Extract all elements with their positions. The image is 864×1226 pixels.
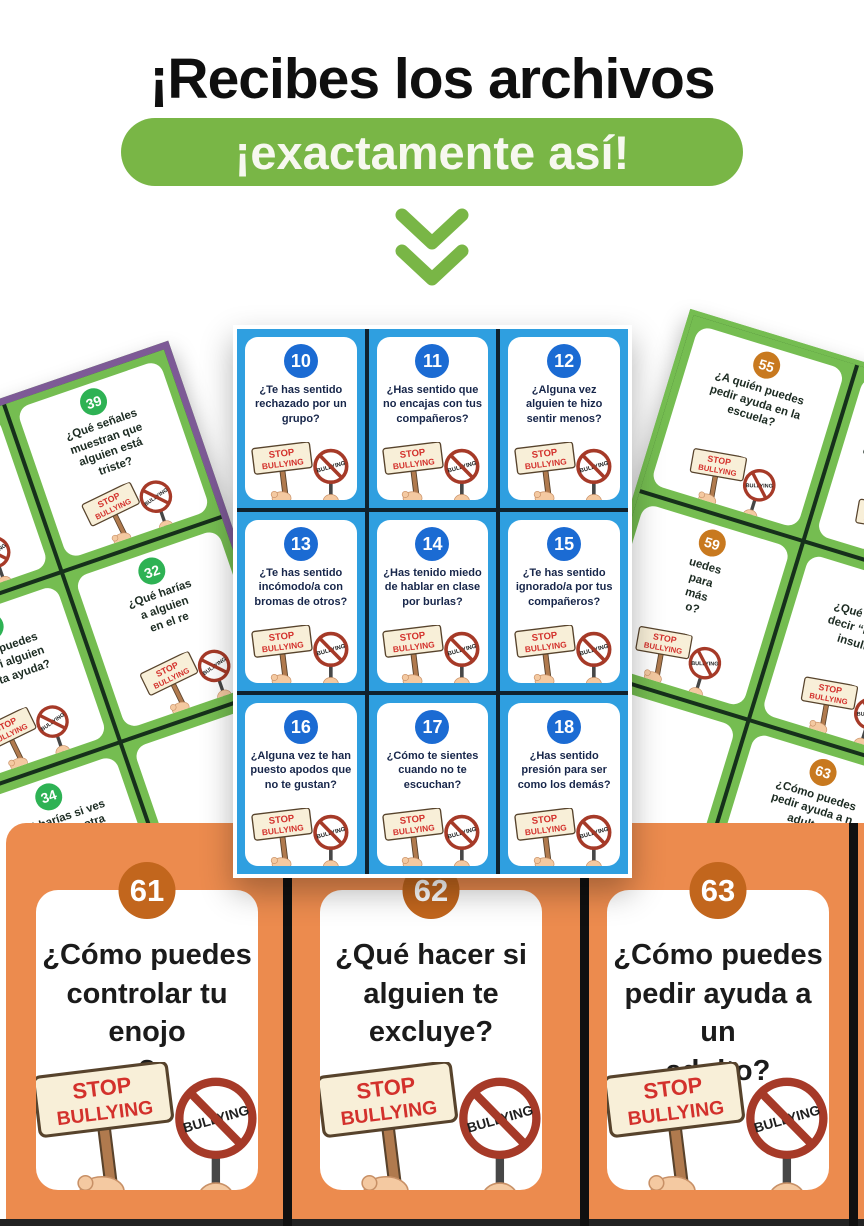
stop-bullying-signs-icon [249, 625, 353, 683]
card-number-badge: 55 [749, 348, 784, 383]
card-question: ¿Has tenido miedo de hablar en clase por… [383, 567, 482, 608]
card-question: ¿Qué hacer si alguien te excluye? [335, 939, 527, 1049]
card-number-badge: 34 [31, 779, 66, 814]
stop-bullying-signs-icon [36, 1062, 258, 1190]
card-17: 17 ¿Cómo te sientes cuando no te escucha… [376, 703, 489, 866]
stop-bullying-signs-icon [512, 808, 616, 866]
card-number-badge: 59 [695, 526, 730, 561]
card-question: uedes para más o? [683, 556, 723, 617]
card-sheet-blue: 10 ¿Te has sentido rechazado por un grup… [233, 325, 632, 878]
card-number-badge: 16 [283, 710, 318, 744]
page-title: ¡Recibes los archivos [149, 47, 715, 111]
card-question: ¿Alguna vez alguien te hizo sentir menos… [525, 384, 603, 425]
cut-line-divider [849, 823, 858, 1226]
card-number-badge: 63 [806, 755, 841, 789]
stop-bullying-signs-icon [380, 625, 484, 683]
cut-line-divider [580, 823, 589, 1226]
mini-card-55: 55 ¿A quién puedes pedir ayuda en la esc… [650, 325, 846, 529]
card-question: ¿Has sentido que no encajas con tus comp… [382, 384, 482, 425]
stop-bullying-signs-icon [512, 625, 616, 683]
card-question: ¿Te has sentido ignorado/a por tus compa… [515, 567, 613, 608]
big-card-61: ¿Cómo puedes controlar tu enojo ? 61 [36, 862, 258, 1190]
card-18: 18 ¿Has sentido presión para ser como lo… [508, 703, 620, 866]
highlight-pill: ¡exactamente así! [121, 118, 743, 186]
stop-bullying-signs-icon [380, 808, 484, 866]
card-14: 14 ¿Has tenido miedo de hablar en clase … [376, 520, 489, 683]
card-question: ¿Cómo puedes saber si alguien necesita a… [0, 630, 53, 699]
card-question: ¿Qué hacer si decir “no” con insultan? [826, 600, 864, 659]
card-number-badge: 17 [415, 710, 450, 744]
card-number-badge: 10 [283, 344, 318, 378]
big-card-face: ¿Cómo puedes pedir ayuda a un adulto? [607, 890, 829, 1190]
card-number-badge: 14 [415, 527, 450, 561]
stop-bullying-signs-icon [249, 442, 353, 500]
card-number-badge: 13 [283, 527, 318, 561]
card-question: ¿A quién puedes pedir ayuda en la escuel… [708, 369, 806, 430]
bottom-sheet-orange: ¿Cómo puedes controlar tu enojo ? 61 ¿Qu… [0, 823, 864, 1226]
big-card-face: ¿Qué hacer si alguien te excluye? [320, 890, 542, 1190]
highlight-text: ¡exactamente así! [234, 125, 630, 179]
bottom-edge-strip [0, 1219, 864, 1226]
card-question: ¿Cómo te sientes cuando no te escuchan? [386, 750, 479, 791]
card-question: ¿Qué señales muestran que alguien está t… [64, 407, 145, 479]
card-number-badge: 18 [547, 710, 582, 744]
card-12: 12 ¿Alguna vez alguien te hizo sentir me… [508, 337, 620, 500]
card-number-badge: 32 [134, 554, 170, 589]
card-number-badge: 39 [76, 384, 111, 419]
big-card-face: ¿Cómo puedes controlar tu enojo ? [36, 890, 258, 1190]
card-number-badge: 11 [415, 344, 450, 378]
stop-bullying-signs-icon [512, 442, 616, 500]
stop-bullying-signs-icon [249, 808, 353, 866]
card-question: ¿Alguna vez te han puesto apodos que no … [250, 750, 352, 791]
card-question: ¿Cómo puedes pedir ayuda a un adulto? [613, 939, 823, 1087]
card-number-badge: 15 [547, 527, 582, 561]
card-10: 10 ¿Te has sentido rechazado por un grup… [245, 337, 357, 500]
stop-bullying-signs-icon [607, 1062, 829, 1190]
card-11: 11 ¿Has sentido que no encajas con tus c… [376, 337, 489, 500]
card-13: 13 ¿Te has sentido incómodo/a con bromas… [245, 520, 357, 683]
card-number-badge: 61 [118, 862, 176, 919]
big-card-62: ¿Qué hacer si alguien te excluye? 62 [320, 862, 542, 1190]
card-question: ¿Te has sentido incómodo/a con bromas de… [254, 567, 348, 608]
card-15: 15 ¿Te has sentido ignorado/a por tus co… [508, 520, 620, 683]
chevron-double-down-icon [384, 206, 480, 292]
big-card-63: ¿Cómo puedes pedir ayuda a un adulto? 63 [607, 862, 829, 1190]
cut-line-divider [283, 823, 292, 1226]
stop-bullying-signs-icon [380, 442, 484, 500]
stop-bullying-signs-icon [320, 1062, 542, 1190]
card-question: ¿Qué harías a alguien en el re [126, 577, 194, 635]
card-question: ¿Cómo puedes controlar tu enojo ? [42, 939, 252, 1087]
card-question: ¿Te has sentido rechazado por un grupo? [254, 384, 347, 425]
card-number-badge: 63 [689, 862, 747, 919]
card-question: ¿Cómo puedes resolver un conflicto sin p… [861, 445, 864, 471]
card-question: ¿Has sentido presión para ser como los d… [517, 750, 611, 791]
card-16: 16 ¿Alguna vez te han puesto apodos que … [245, 703, 357, 866]
card-number-badge: 12 [547, 344, 582, 378]
